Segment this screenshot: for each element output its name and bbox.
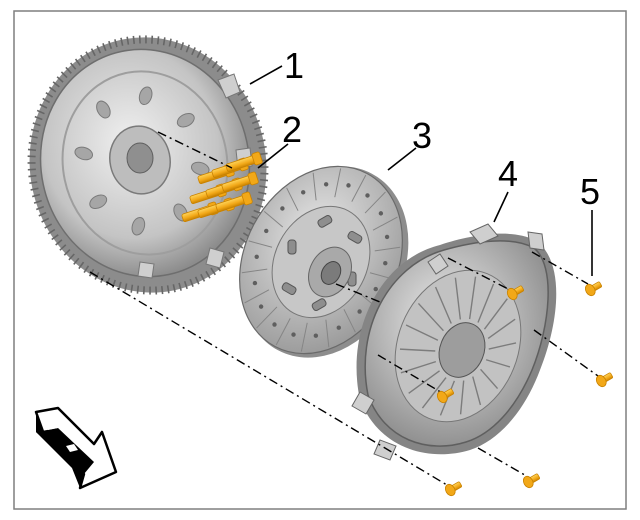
pressure-plate-bolt [506, 285, 524, 301]
flywheel-inner-ring [61, 70, 229, 256]
flywheel-center-bore [126, 142, 154, 174]
flywheel-ring-gear-teeth [27, 35, 269, 295]
flywheel-bolts [181, 151, 263, 223]
pressure-plate-bolt [436, 388, 454, 404]
figure-frame [13, 10, 627, 510]
clutch-disc [239, 165, 409, 358]
pressure-plate-bolt [584, 281, 602, 297]
pressure-plate-bolt [595, 372, 613, 388]
front-direction-arrow-icon [34, 406, 118, 490]
callout-1: 1 [284, 45, 304, 86]
pressure-plate-bolts [436, 281, 613, 497]
clutch-pressure-plate [351, 223, 557, 461]
callout-3: 3 [412, 115, 432, 156]
flywheel-bolt [225, 151, 263, 173]
pressure-plate-bolt [522, 473, 540, 489]
flywheel-windows [74, 86, 210, 236]
pressure-plate-bolt [444, 481, 462, 497]
flywheel-bolt [221, 171, 259, 193]
flywheel-bolt [215, 191, 253, 213]
callout-5: 5 [580, 171, 600, 212]
callout-4: 4 [498, 153, 518, 194]
callout-leaders [249, 65, 593, 276]
callout-2: 2 [282, 109, 302, 150]
dual-mass-flywheel [27, 35, 269, 295]
alignment-lines [89, 131, 599, 489]
